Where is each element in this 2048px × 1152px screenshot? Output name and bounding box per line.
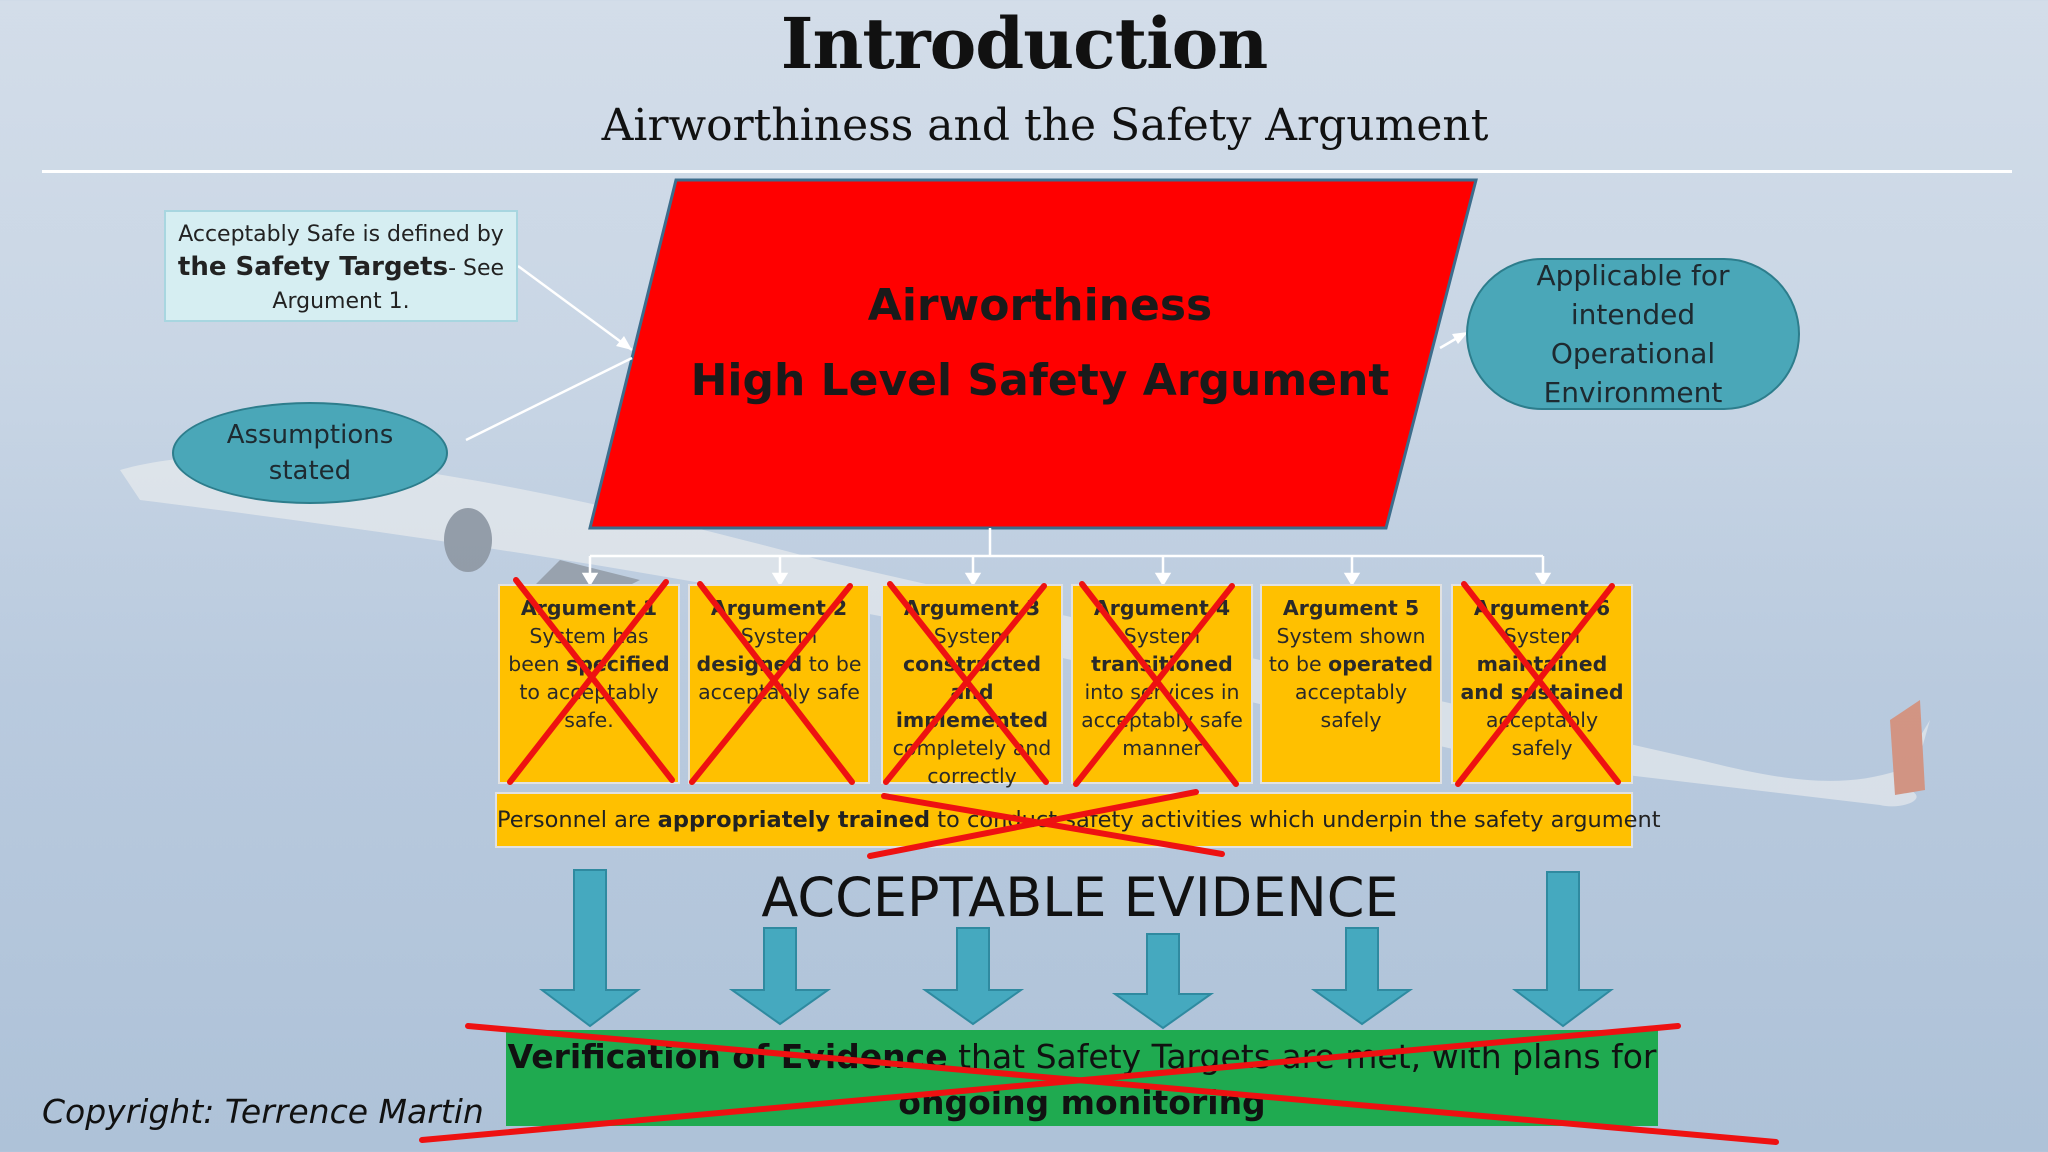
personnel-text-strong: appropriately trained [657, 807, 931, 833]
argument-key-term: implemented [895, 708, 1049, 732]
slide-subtitle: Airworthiness and the Safety Argument [601, 100, 1489, 151]
argument-line: correctly [927, 764, 1017, 788]
argument-line: acceptably [1294, 680, 1408, 704]
argument-title: Argument 1 [520, 596, 658, 620]
evidence-arrow-2 [728, 927, 832, 1026]
argument-box-4: Argument 4 System transitioned into serv… [1071, 584, 1253, 784]
note-line-1: Acceptably Safe is defined by [178, 222, 504, 247]
argument-title: Argument 2 [710, 596, 848, 620]
slide-title: Introduction [780, 2, 1269, 85]
argument-title: Argument 6 [1473, 596, 1611, 620]
applicability-line-1: Applicable for [1536, 259, 1730, 292]
argument-key-term: specified [566, 652, 670, 676]
argument-line: to be [1268, 652, 1329, 676]
argument-line: manner [1122, 736, 1202, 760]
argument-key-term: designed [696, 652, 803, 676]
argument-title: Argument 4 [1093, 596, 1231, 620]
argument-box-2: Argument 2 System designed to be accepta… [688, 584, 870, 784]
verification-banner: Verification of Evidence that Safety Tar… [506, 1030, 1658, 1126]
argument-line: to be [802, 652, 862, 676]
argument-line: safely [1511, 736, 1573, 760]
personnel-text-pre: Personnel are [497, 807, 658, 833]
argument-key-term: maintained [1476, 652, 1608, 676]
copyright-notice: Copyright: Terrence Martin [42, 1092, 484, 1131]
argument-line: acceptably safe [1081, 708, 1243, 732]
argument-line: acceptably safe [698, 680, 860, 704]
assumptions-line-2: stated [268, 456, 352, 486]
central-argument-line-2: High Level Safety Argument [690, 355, 1390, 406]
personnel-training-banner: Personnel are appropriately trained to c… [495, 792, 1661, 848]
argument-line: System [933, 624, 1011, 648]
evidence-arrow-1 [539, 869, 641, 1028]
argument-box-5: Argument 5 System shown to be operated a… [1260, 584, 1442, 784]
applicability-line-2: intended [1570, 298, 1696, 331]
argument-key-term: and [950, 680, 994, 704]
argument-line: completely and [892, 736, 1052, 760]
note-connector [517, 264, 633, 352]
argument-line: System [1123, 624, 1201, 648]
applicability-line-3: Operational [1550, 337, 1716, 370]
argument-line: been [508, 652, 566, 676]
evidence-arrow-5 [1310, 927, 1414, 1026]
note-suffix: - See [448, 256, 505, 281]
argument-line: System [740, 624, 818, 648]
central-argument-line-1: Airworthiness [867, 280, 1213, 331]
verification-strong: Verification of Evidence [507, 1037, 948, 1076]
assumptions-oval: Assumptions stated [172, 402, 448, 504]
verification-line-2: ongoing monitoring [898, 1083, 1266, 1122]
argument-box-3: Argument 3 System constructed and implem… [881, 584, 1063, 788]
central-argument-shape [588, 178, 1478, 530]
applicability-line-4: Environment [1543, 376, 1723, 409]
argument-line: System [1503, 624, 1581, 648]
argument-box-6: Argument 6 System maintained and sustain… [1451, 584, 1633, 784]
central-argument-text: Airworthiness High Level Safety Argument [680, 268, 1400, 418]
argument-line: System shown [1276, 624, 1426, 648]
argument-key-term: and sustained [1460, 680, 1624, 704]
evidence-arrow-4 [1111, 933, 1215, 1030]
note-strong: the Safety Targets [177, 252, 449, 282]
argument-key-term: transitioned [1091, 652, 1233, 676]
assumptions-connector [465, 356, 633, 442]
title-divider [42, 170, 2012, 173]
assumptions-line-1: Assumptions [226, 420, 394, 450]
argument-line: System has [529, 624, 649, 648]
evidence-arrow-6 [1512, 871, 1614, 1028]
acceptable-evidence-label: ACCEPTABLE EVIDENCE [761, 866, 1399, 929]
verification-rest: that Safety Targets are met, with plans … [947, 1037, 1657, 1076]
safety-targets-note: Acceptably Safe is defined by the Safety… [164, 210, 518, 322]
argument-line: safely [1320, 708, 1382, 732]
argument-line: to acceptably [519, 680, 659, 704]
argument-line: into services in [1084, 680, 1240, 704]
note-line-3: Argument 1. [272, 289, 410, 314]
applicability-oval: Applicable for intended Operational Envi… [1466, 258, 1800, 410]
personnel-text-post: to conduct safety activities which under… [930, 807, 1661, 833]
evidence-arrow-3 [921, 927, 1025, 1026]
argument-key-term: operated [1328, 652, 1434, 676]
argument-title: Argument 5 [1282, 596, 1420, 620]
argument-key-term: constructed [902, 652, 1042, 676]
argument-title: Argument 3 [903, 596, 1041, 620]
argument-line: acceptably [1485, 708, 1599, 732]
argument-line: safe. [564, 708, 614, 732]
argument-box-1: Argument 1 System has been specified to … [498, 584, 680, 784]
